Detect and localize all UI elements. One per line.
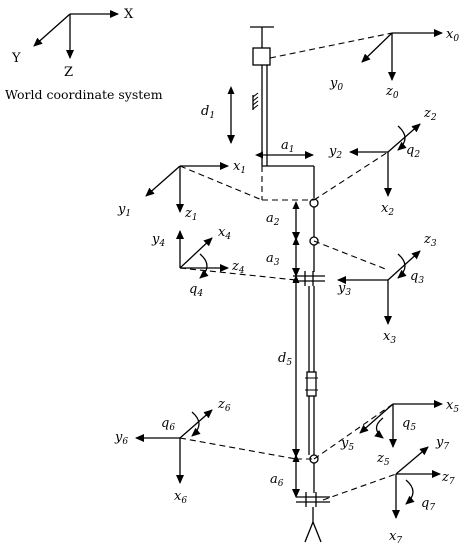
- dim-label-a3: a3: [266, 251, 280, 268]
- frame-4-y-label: y4: [151, 232, 165, 249]
- mechanism: [250, 26, 330, 543]
- dim-label-d1: d1: [201, 104, 215, 121]
- frame-3-y-label: y3: [337, 281, 351, 298]
- dashed-links: [179, 32, 397, 501]
- dim-label-a1: a1: [281, 138, 295, 155]
- frame-1-y-label: y1: [117, 202, 131, 219]
- frame-6-x-label: x6: [174, 489, 187, 506]
- frame-6-y-label: y6: [114, 430, 128, 447]
- frame-1-z-label: z1: [184, 206, 198, 223]
- frame-7-z-label: z7: [441, 470, 455, 487]
- frame-5-q-label: q5: [402, 416, 416, 433]
- frame-0-y-label: y0: [329, 76, 343, 93]
- frame-0-z-label: z0: [385, 84, 399, 101]
- frame-2-q-label: q2: [406, 143, 420, 160]
- frame-3-x-label: x3: [383, 329, 396, 346]
- frame-6: y6 x6 z6 q6: [114, 397, 231, 506]
- frame-4-x-label: x4: [218, 225, 231, 242]
- frame-6-z-label: z6: [217, 397, 231, 414]
- frame-2-x-label: x2: [381, 201, 394, 218]
- dimension-lines: [227, 86, 314, 498]
- dimension-labels: d1 a1 a2 a3 d5 a6: [201, 104, 295, 489]
- frame-5: x5 y5 z5 q5: [340, 398, 459, 468]
- world-y-label: Y: [11, 51, 21, 66]
- frame-7-q-label: q7: [421, 496, 435, 513]
- dim-label-a6: a6: [270, 472, 284, 489]
- frame-3: y3 x3 z3 q3: [337, 232, 437, 346]
- frame-4-q-label: q4: [189, 282, 203, 299]
- dim-label-a2: a2: [266, 211, 280, 228]
- frame-0-x-label: x0: [446, 27, 459, 44]
- frame-5-x-label: x5: [446, 398, 459, 415]
- frame-4-z-label: z4: [231, 259, 245, 276]
- frame-1-x-label: x1: [233, 159, 246, 176]
- world-x-label: X: [124, 7, 134, 22]
- world-frame: X Y Z World coordinate system: [5, 7, 163, 102]
- frame-4: y4 x4 z4 q4: [151, 225, 245, 299]
- dim-label-d5: d5: [278, 351, 292, 368]
- frame-0: x0 y0 z0: [329, 27, 459, 101]
- world-caption: World coordinate system: [5, 87, 163, 102]
- frame-7-y-label: y7: [435, 435, 449, 452]
- frame-7-x-label: x7: [389, 529, 402, 546]
- frame-5-y-label: y5: [340, 436, 354, 453]
- frame-6-q-label: q6: [161, 416, 175, 433]
- frame-1: x1 y1 z1: [117, 159, 246, 223]
- frame-3-q-label: q3: [410, 269, 424, 286]
- frame-2-z-label: z2: [423, 106, 437, 123]
- frame-5-z-label: z5: [376, 451, 390, 468]
- world-z-label: Z: [64, 65, 73, 80]
- frame-3-z-label: z3: [423, 232, 437, 249]
- frame-7: y7 z7 x7 q7: [389, 435, 455, 546]
- frame-2-y-label: y2: [328, 144, 342, 161]
- frame-2: y2 x2 z2 q2: [328, 106, 437, 218]
